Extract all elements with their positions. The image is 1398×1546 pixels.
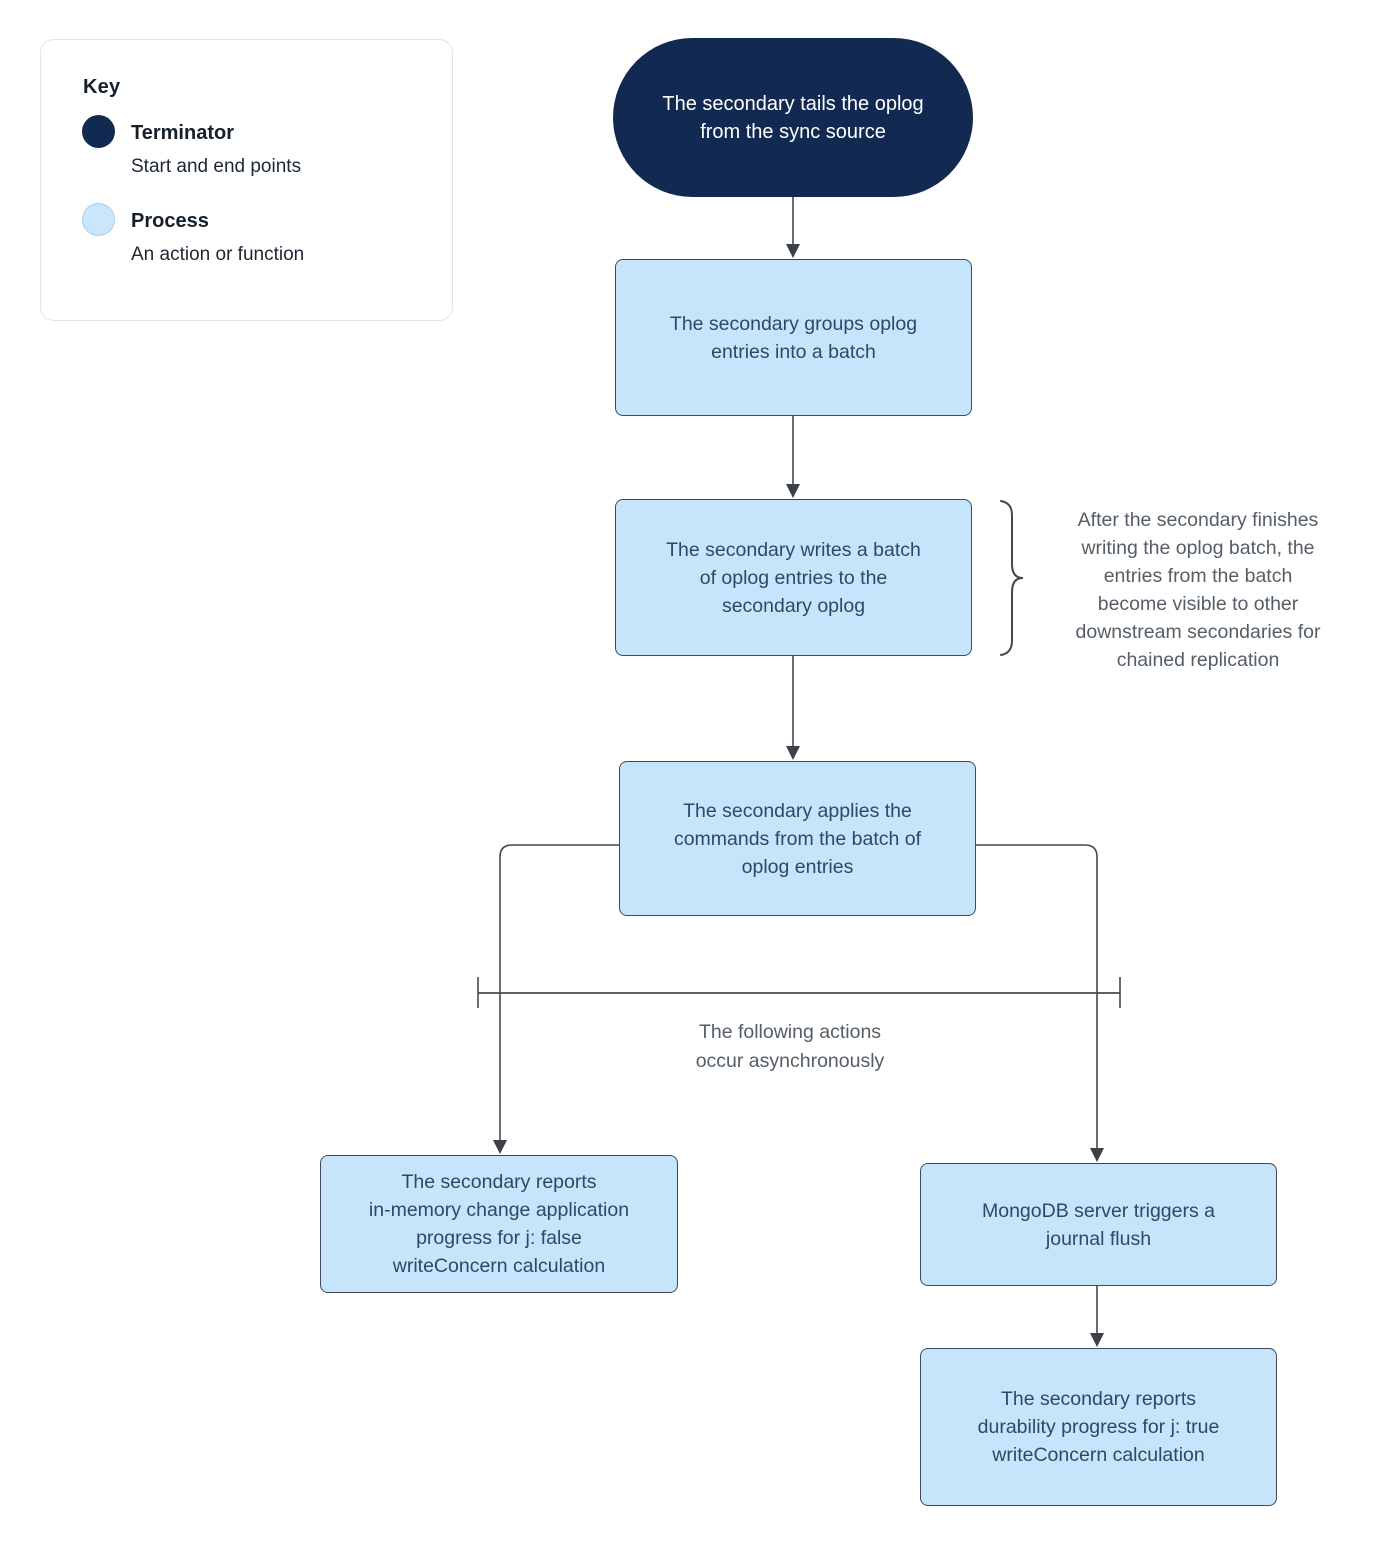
node-journal-flush: MongoDB server triggers a journal flush [920,1163,1277,1286]
arrowhead-report-j-false [493,1140,507,1154]
key-item-terminator-name: Terminator [131,122,234,144]
arrowhead-write-to-apply [786,746,800,760]
arrowhead-group-to-write [786,484,800,498]
arrowhead-report-j-true [1090,1333,1104,1347]
key-item-process-description: An action or function [131,244,305,265]
connector-apply-to-journal-flush [976,844,1098,1149]
async-annotation: The following actions occur asynchronous… [695,1021,885,1072]
curly-brace [1000,500,1024,656]
node-start-terminator: The secondary tails the oplog from the s… [613,38,973,197]
node-report-j-false: The secondary reports in-memory change a… [320,1155,678,1293]
key-item-process-name: Process [131,210,209,232]
connector-apply-to-report-j-false [499,844,619,1141]
key-panel: Key Terminator Start and end points Proc… [40,39,453,321]
arrowhead-journal-flush [1090,1148,1104,1162]
key-title: Key [83,76,121,98]
brace-annotation: After the secondary finishes writing the… [1075,509,1321,671]
terminator-swatch-icon [82,115,115,148]
key-item-terminator-description: Start and end points [131,156,302,177]
arrowhead-start-to-group [786,244,800,258]
node-report-j-true: The secondary reports durability progres… [920,1348,1277,1506]
node-write-batch: The secondary writes a batch of oplog en… [615,499,972,656]
node-group-batch: The secondary groups oplog entries into … [615,259,972,416]
node-apply-commands: The secondary applies the commands from … [619,761,976,916]
process-swatch-icon [82,203,115,236]
